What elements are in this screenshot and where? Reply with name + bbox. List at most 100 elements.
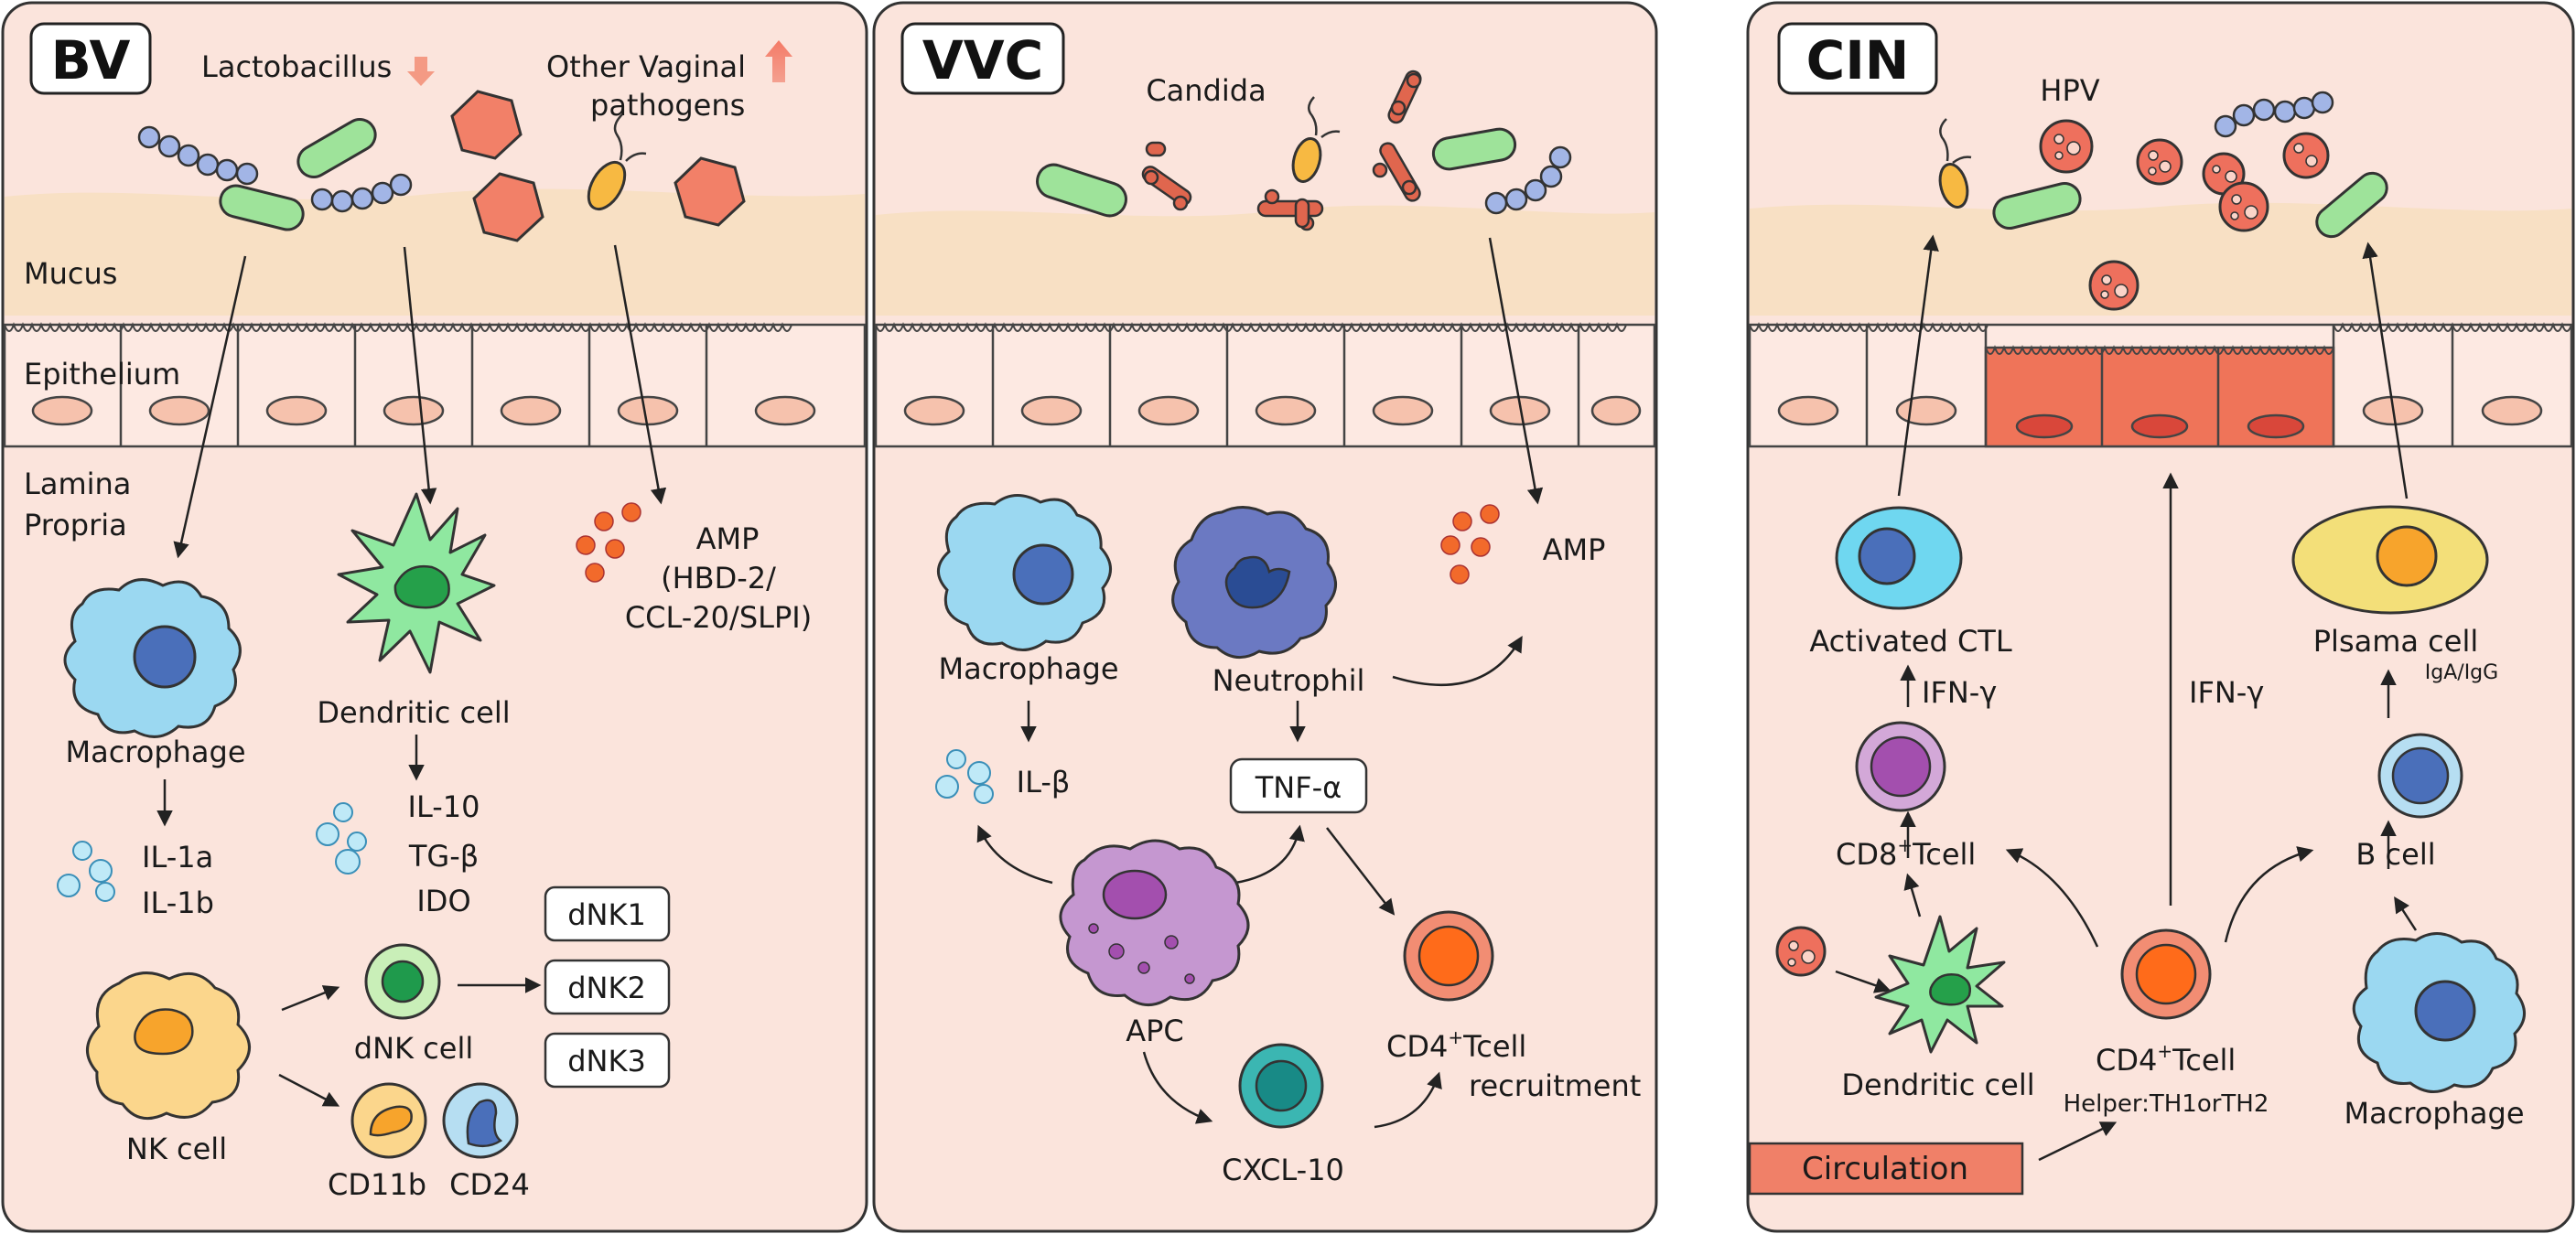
tnfa-label: TNF-α <box>1255 770 1342 805</box>
flagellated-bacterium <box>1291 96 1341 183</box>
cd11b-cell <box>350 1082 427 1159</box>
coccus-chain <box>2214 91 2334 138</box>
hpv-label: HPV <box>2040 73 2099 108</box>
cd4-tcell <box>2120 928 2212 1020</box>
mucus-label: Mucus <box>24 256 117 291</box>
helper-label: Helper:TH1orTH2 <box>2064 1090 2269 1118</box>
recruitment-label: recruitment <box>1469 1068 1641 1103</box>
bacillus <box>219 184 305 231</box>
cxcl10-label: CXCL-10 <box>1222 1153 1344 1187</box>
dendritic-cell <box>1874 915 2006 1054</box>
cd8-tcell <box>1855 721 1946 812</box>
microbes <box>137 90 746 242</box>
amp-label-2: (HBD-2/ <box>661 561 776 596</box>
panel-bv: BV Lactobacillus Other Vaginal pathogens <box>1 1 868 1233</box>
macrophage-label: Macrophage <box>65 735 245 769</box>
hexagon-pathogen <box>472 172 544 242</box>
hpv-particle <box>1775 926 1827 977</box>
lactobacillus-label: Lactobacillus <box>201 49 392 84</box>
dnk1-label: dNK1 <box>567 897 646 932</box>
cd4-label: CD4+Tcell <box>2096 1040 2236 1078</box>
hexagon-pathogen <box>674 156 746 227</box>
dendritic-label: Dendritic cell <box>1841 1068 2034 1102</box>
coccus-chain <box>137 125 259 186</box>
nk-cell-label: NK cell <box>126 1132 227 1166</box>
circulation-label: Circulation <box>1802 1151 1968 1187</box>
il1b-label: IL-1b <box>142 885 214 920</box>
microbes <box>1036 70 1572 231</box>
bacillus <box>1992 182 2082 230</box>
ido-label: IDO <box>416 884 470 918</box>
tnfa-box <box>1229 757 1368 814</box>
dendritic-label: Dendritic cell <box>317 695 510 730</box>
iga-label: IgA/IgG <box>2425 661 2498 684</box>
amp-label: AMP <box>1543 532 1606 567</box>
ilb-dots <box>935 749 994 804</box>
panel-title: CIN <box>1806 29 1910 91</box>
panel-title: VVC <box>922 29 1043 91</box>
bacillus <box>1036 163 1127 218</box>
lamina-label-1: Lamina <box>24 467 131 501</box>
b-cell-label: B cell <box>2355 837 2435 872</box>
cd4-tcell <box>1403 910 1494 1002</box>
hpv-particles <box>2039 119 2330 311</box>
ilb-label: IL-β <box>1017 765 1071 799</box>
il10-dots <box>316 802 367 875</box>
cd4-label: CD4+Tcell <box>1386 1026 1526 1064</box>
panel-title-box <box>1777 22 1938 95</box>
circulation-bar <box>1748 1142 2024 1196</box>
amp-label-1: AMP <box>696 521 760 556</box>
tgb-label: TG-β <box>408 839 479 874</box>
ifn-mid-label: IFN-γ <box>2189 675 2264 710</box>
activated-ctl-label: Activated CTL <box>1809 624 2012 659</box>
coccus-chain <box>310 173 413 213</box>
b-cell <box>2377 733 2463 819</box>
bacillus <box>1431 127 1517 171</box>
activated-ctl <box>1835 506 1963 610</box>
macrophage <box>63 578 242 738</box>
plasma-cell <box>2291 505 2489 615</box>
cd24-label: CD24 <box>449 1167 530 1202</box>
apc-cell <box>1059 839 1250 1006</box>
macrophage <box>937 494 1112 651</box>
macrophage-label: Macrophage <box>938 651 1118 686</box>
il1-dots <box>57 841 115 902</box>
amp-dots <box>576 502 641 583</box>
epithelium-layer <box>874 322 1656 448</box>
nk-cell <box>86 971 251 1121</box>
ifn-left-label: IFN-γ <box>1922 675 1997 710</box>
microbes <box>1938 91 2388 311</box>
candida-cells <box>1141 70 1422 231</box>
hexagon-pathogen <box>450 90 523 160</box>
panel-vvc: VVC Candida <box>872 1 1658 1233</box>
cd8-label: CD8+Tcell <box>1836 834 1976 872</box>
epithelium-label: Epithelium <box>24 357 180 392</box>
dnk-boxes <box>544 885 671 1089</box>
neutrophil-label: Neutrophil <box>1213 663 1365 698</box>
panel-title-box <box>900 22 1065 95</box>
neutrophil <box>1171 506 1337 659</box>
cd11b-label: CD11b <box>328 1167 426 1202</box>
flagellated-bacterium <box>1938 118 1972 209</box>
apc-label: APC <box>1126 1014 1184 1048</box>
cxcl10-cell <box>1238 1043 1324 1129</box>
amp-dots <box>1440 504 1500 585</box>
amp-label-3: CCL-20/SLPI) <box>625 600 812 635</box>
flagellated-bacterium <box>587 113 647 211</box>
dendritic-cell <box>337 492 496 674</box>
dnk-cell-label: dNK cell <box>354 1031 473 1066</box>
plasma-label: Plsama cell <box>2313 624 2478 659</box>
dnk-cell <box>364 943 441 1020</box>
epithelium-layer <box>1748 322 2573 448</box>
bacillus <box>2315 171 2388 239</box>
panel-title: BV <box>51 29 131 91</box>
lamina-label-2: Propria <box>24 508 127 542</box>
other-pathogens-label-1: Other Vaginal <box>546 49 746 84</box>
macrophage-label: Macrophage <box>2344 1096 2524 1131</box>
dnk3-label: dNK3 <box>567 1044 646 1078</box>
arrow-up-icon <box>765 40 792 82</box>
epithelium-layer <box>3 322 867 448</box>
bacillus <box>296 118 377 178</box>
arrow-down-icon <box>407 57 435 86</box>
coccus-chain <box>1484 145 1572 215</box>
